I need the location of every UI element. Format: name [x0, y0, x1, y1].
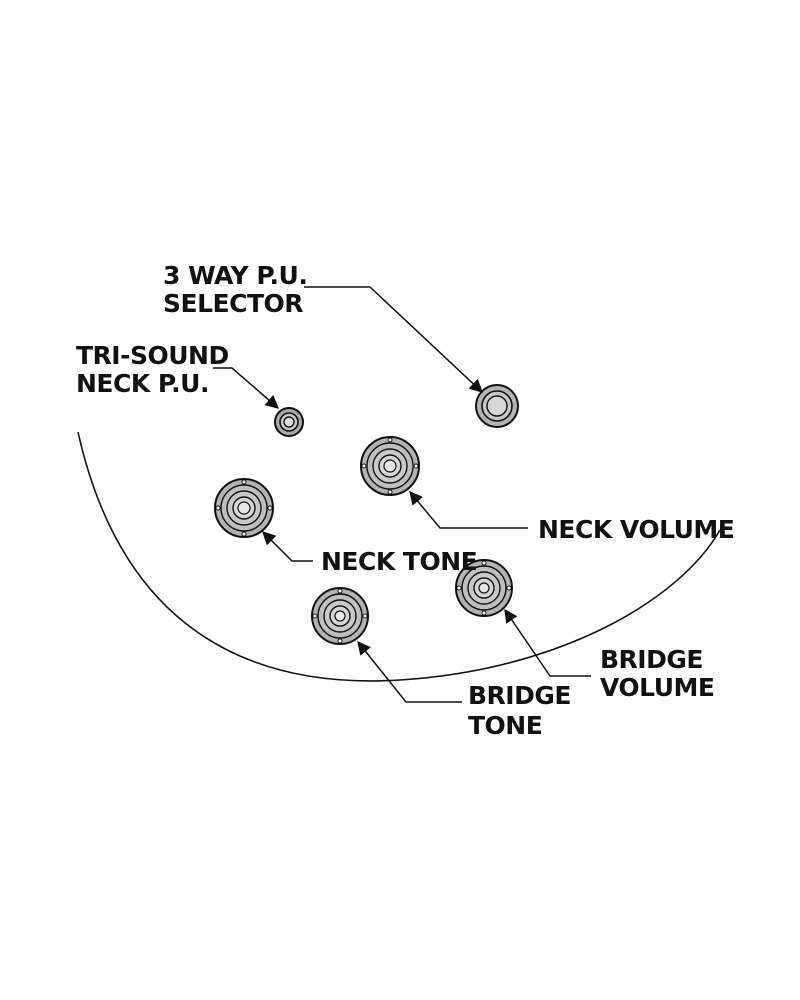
bridge-volume-leader-line — [504, 608, 591, 677]
selector-label-line1: 3 WAY P.U. — [163, 261, 307, 290]
bridge-tone-label-line2: TONE — [468, 711, 542, 740]
bridge-volume-knob — [455, 559, 513, 617]
selector-leader-line — [304, 286, 483, 393]
neck-volume-knob — [360, 436, 420, 496]
tri-sound-label-line2: NECK P.U. — [76, 369, 209, 398]
neck-tone-leader-line — [262, 531, 313, 562]
bridge-tone-knob — [311, 587, 369, 645]
tri-sound-label: TRI-SOUND NECK P.U. — [76, 341, 237, 398]
bridge-volume-label: BRIDGE VOLUME — [600, 645, 714, 702]
neck-tone-label-line1: NECK TONE — [321, 547, 477, 576]
neck-volume-label: NECK VOLUME — [538, 515, 734, 544]
bridge-tone-label-line1: BRIDGE — [468, 681, 571, 710]
bridge-volume-label-line2: VOLUME — [600, 673, 714, 702]
tri-sound-leader-line — [213, 367, 280, 409]
neck-tone-label: NECK TONE — [321, 547, 477, 576]
neck-volume-label-line1: NECK VOLUME — [538, 515, 734, 544]
bridge-tone-leader-line — [357, 640, 462, 703]
tri-sound-switch-knob — [274, 407, 304, 437]
selector-label-line2: SELECTOR — [163, 289, 303, 318]
selector-switch-knob — [475, 384, 519, 428]
tri-sound-label-line1: TRI-SOUND — [76, 341, 229, 370]
neck-volume-leader-line — [409, 490, 528, 529]
bridge-tone-label: BRIDGE TONE — [468, 681, 579, 740]
selector-label: 3 WAY P.U. SELECTOR — [163, 261, 316, 318]
neck-tone-knob — [214, 478, 274, 538]
bridge-volume-label-line1: BRIDGE — [600, 645, 703, 674]
